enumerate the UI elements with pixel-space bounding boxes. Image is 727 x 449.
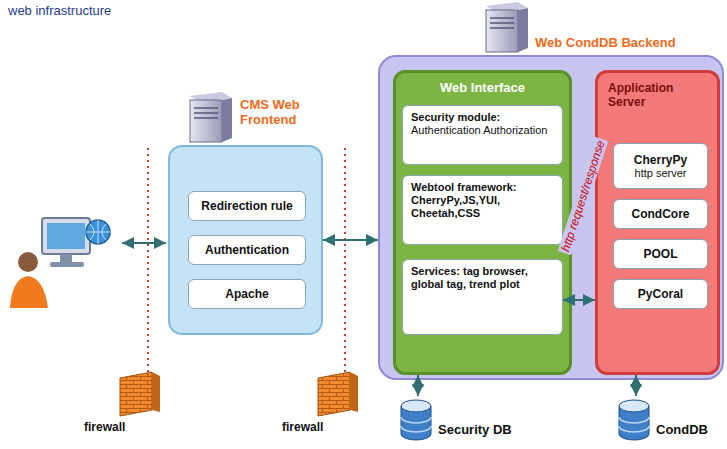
node-label: CondCore — [632, 207, 690, 221]
backend-box: Security module:Authentication Authoriza… — [378, 55, 724, 380]
module-box: Services: tag browser, global tag, trend… — [402, 259, 563, 335]
module-box: Apache — [188, 279, 306, 309]
connector-arrow — [635, 375, 637, 396]
firewall-icon — [120, 372, 160, 416]
module-box: CherryPyhttp server — [613, 143, 708, 189]
node-label: Security module: — [411, 111, 554, 124]
module-box: Redirection rule — [188, 191, 306, 221]
connector-arrow — [563, 299, 595, 301]
user-icon — [10, 218, 110, 308]
module-box: PyCoral — [613, 279, 708, 309]
module-box: Authentication — [188, 235, 306, 265]
node-label: CondDB — [656, 396, 720, 437]
frontend-box: Redirection ruleAuthenticationApacheCMS … — [168, 145, 323, 335]
node-label: Redirection rule — [201, 199, 292, 213]
node-body: Authentication Authorization — [411, 124, 554, 137]
interface-box: Security module:Authentication Authoriza… — [393, 70, 572, 375]
database: CondDB — [616, 396, 720, 444]
firewall-label: firewall — [282, 420, 323, 434]
server-icon — [190, 92, 232, 142]
database-cylinder — [616, 397, 652, 443]
node-label: Web Interface — [396, 73, 569, 95]
node-label: Security DB — [438, 396, 518, 437]
node-label: Authentication — [205, 243, 289, 257]
firewall-line — [147, 148, 149, 372]
node-label: Services: tag browser, global tag, trend… — [411, 265, 554, 291]
title: web infrastructure — [8, 3, 111, 18]
module-box: Security module:Authentication Authoriza… — [402, 105, 563, 165]
node-label: POOL — [643, 247, 677, 261]
database: Security DB — [398, 396, 518, 444]
module-box: POOL — [613, 239, 708, 269]
node-label: PyCoral — [638, 287, 683, 301]
firewall-icon — [318, 372, 358, 416]
firewall-line — [344, 148, 346, 372]
firewall-label: firewall — [84, 420, 125, 434]
node-label: CherryPy — [634, 153, 687, 167]
server-icon — [486, 2, 528, 52]
database-cylinder — [398, 397, 434, 443]
node-body: http server — [635, 167, 687, 180]
node-label: Web CondDB Backend — [535, 35, 727, 50]
node-label: CMS Web Frontend — [240, 97, 330, 127]
server-box: CherryPyhttp serverCondCorePOOL PyCoral Ap… — [595, 70, 720, 375]
node-label: Application Server — [598, 73, 717, 109]
connector-arrow — [323, 239, 378, 241]
module-box: CondCore — [613, 199, 708, 229]
user-arrow — [122, 242, 166, 244]
node-label: Apache — [225, 287, 268, 301]
connector-arrow — [417, 375, 419, 396]
node-body: CherryPy,JS,YUI, Cheetah,CSS — [411, 194, 554, 220]
module-box: Webtool framework:CherryPy,JS,YUI, Cheet… — [402, 175, 563, 245]
node-label: Webtool framework: — [411, 181, 554, 194]
